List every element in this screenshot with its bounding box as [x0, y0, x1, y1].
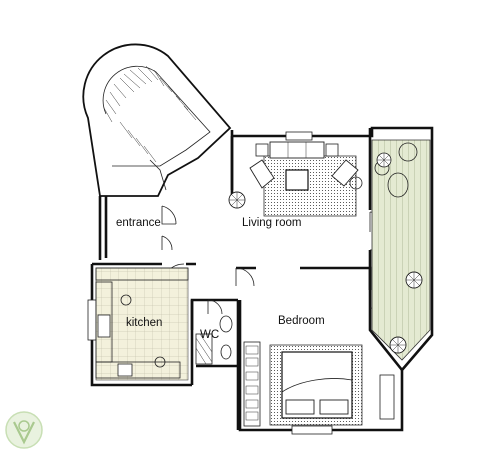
- logo-icon: [5, 411, 43, 449]
- room-label-wc: WC: [200, 329, 219, 341]
- kitchen-area: [95, 267, 189, 381]
- room-label-bedroom: Bedroom: [278, 315, 325, 327]
- room-label-kitchen: kitchen: [126, 317, 162, 329]
- walls: [90, 126, 434, 432]
- room-label-living-room: Living room: [242, 217, 301, 229]
- plant-icon: [228, 152, 423, 354]
- wc-area: [195, 315, 233, 365]
- stair-icon: [82, 43, 232, 197]
- sofa-icon: [249, 141, 363, 217]
- bed-icon: [243, 341, 395, 427]
- balcony: [371, 139, 431, 361]
- room-label-entrance: entrance: [116, 217, 161, 229]
